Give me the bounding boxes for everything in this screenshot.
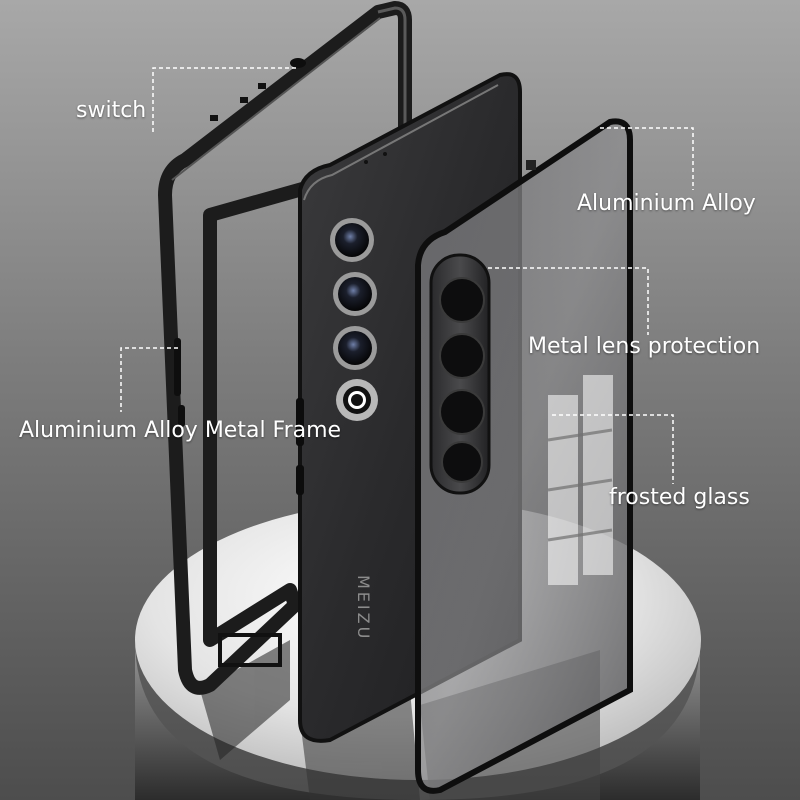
callout-frosted-glass: frosted glass [609,485,750,510]
callout-aluminium-alloy: Aluminium Alloy [577,191,756,216]
callout-aluminium-alloy-metal-frame: Aluminium Alloy Metal Frame [19,418,342,443]
callout-switch: switch [76,98,147,123]
callout-line-lens [488,267,649,335]
callout-line-frame [120,347,178,412]
callout-line-switch [152,67,296,132]
callout-line-alloy [600,127,694,190]
brand-logo: MEIZU [354,575,373,641]
callout-line-glass [552,414,674,484]
callout-lines [120,67,694,484]
frosted-glass-case [415,118,633,794]
callout-metal-lens-protection: Metal lens protection [528,334,761,359]
aluminium-frame [158,1,412,695]
